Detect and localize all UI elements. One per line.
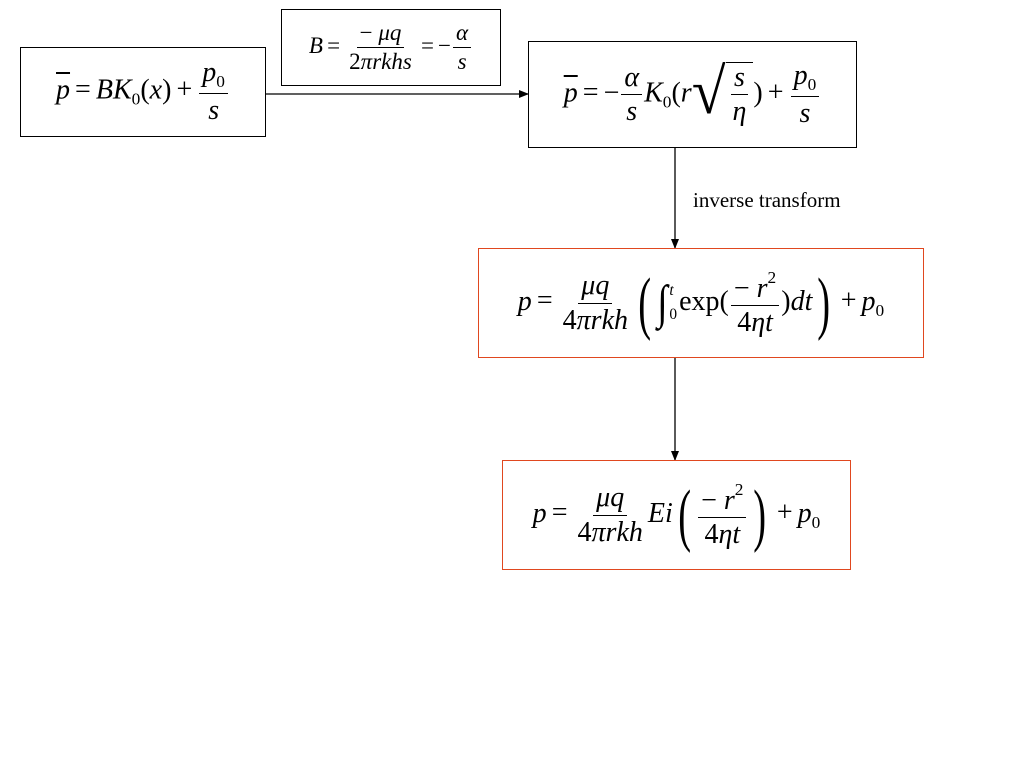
- inverse-transform-label: inverse transform: [693, 188, 841, 212]
